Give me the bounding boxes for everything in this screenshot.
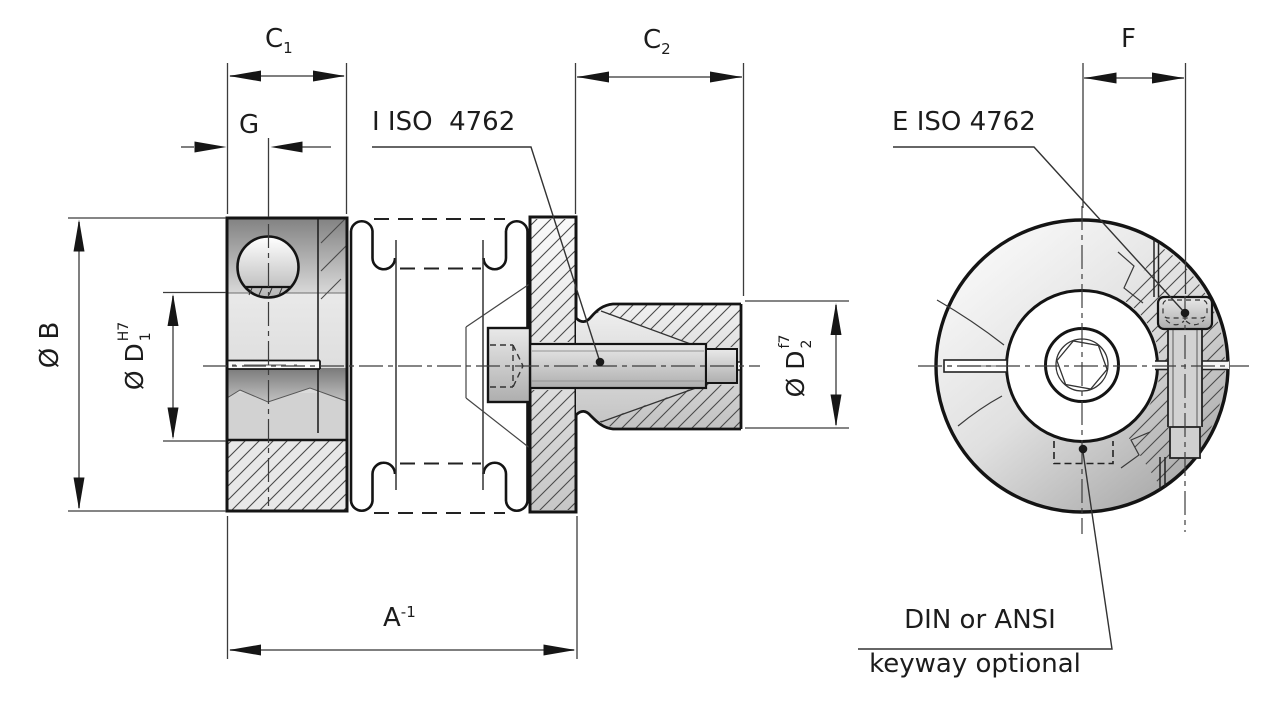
leader-lines (372, 146, 1186, 650)
annotation-keyway-line2: keyway optional (869, 649, 1081, 679)
cone-seat-lines (465, 282, 532, 450)
dim-label-g: G (239, 110, 260, 140)
annotation-screw-front: E ISO 4762 (892, 107, 1036, 137)
dim-label-dia-b: Ø B (35, 321, 65, 369)
dimension-arrows (73, 70, 1184, 656)
annotation-keyway-line1: DIN or ANSI (904, 605, 1056, 635)
dim-label-a: A-1 (383, 603, 416, 633)
side-view (225, 215, 743, 514)
left-hub-section (225, 216, 349, 513)
dim-label-f: F (1121, 24, 1136, 54)
leader-dots (595, 308, 1190, 454)
dim-label-c1: C1 (265, 24, 293, 57)
dim-label-c2: C2 (643, 25, 671, 58)
break-lines (936, 251, 1151, 469)
annotation-screw-side: I ISO 4762 (372, 107, 516, 137)
hub-wedge-hatch (320, 218, 347, 300)
hub-slit (227, 359, 321, 370)
optional-keyway-outline (1053, 441, 1114, 465)
extension-lines (68, 63, 1187, 659)
centerlines (203, 206, 1249, 534)
